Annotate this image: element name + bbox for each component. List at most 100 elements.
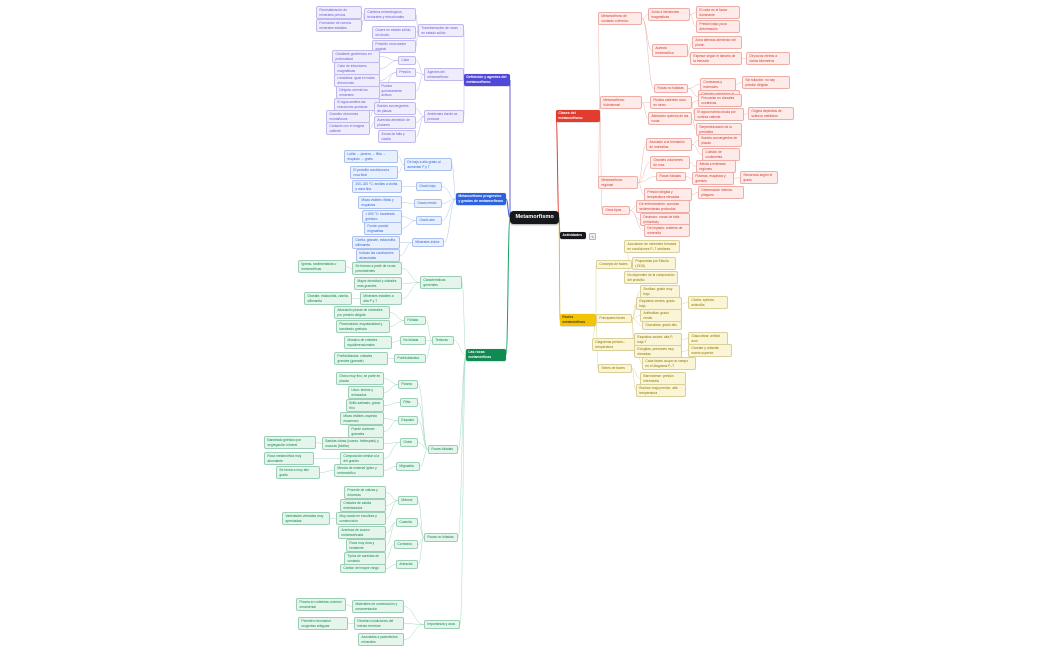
topic-node[interactable]: Cada facies ocupa un campo en el diagram… [642,357,696,371]
topic-node[interactable]: Lutita → pizarra → filita → esquisto → g… [344,150,398,164]
topic-node[interactable]: Principales facies [596,314,632,324]
topic-node[interactable]: Se forma a muy alto grado [276,466,320,480]
branch-clases-metamorfismo[interactable]: Clases del metamorfismo [556,110,600,122]
topic-node[interactable]: Metamorfismo hidrotermal [600,96,642,110]
topic-node[interactable]: Frecuente en dorsales oceánicas [698,94,742,108]
topic-node[interactable]: Grado alto [416,216,442,226]
topic-node[interactable]: Mármol [398,496,418,506]
topic-node[interactable]: De pocos metros a varios kilómetros [746,52,790,66]
topic-node[interactable]: Metamorfismo regional [598,176,638,190]
topic-node[interactable]: Deformación intensa: pliegues [698,186,744,200]
topic-node[interactable]: Alineación planar de minerales por presi… [334,306,390,320]
topic-node[interactable]: Se forman a partir de rocas preexistente… [352,262,402,276]
topic-node[interactable]: Materiales de construcción y ornamentaci… [352,600,404,614]
topic-node[interactable]: Características generales [420,276,462,290]
topic-node[interactable]: Presión [396,68,416,78]
topic-node[interactable]: Calor [398,56,416,66]
attachment-icon[interactable]: ✎ [589,233,597,241]
topic-node[interactable]: Típica de aureolas de contacto [344,552,386,566]
topic-node[interactable]: Esquisto [398,416,418,426]
topic-node[interactable]: De impacto: cráteres de meteorito [644,224,690,238]
topic-node[interactable]: Grano muy fino; se parte en placas [336,372,384,386]
topic-node[interactable]: Asociación de minerales formada en condi… [624,240,680,254]
topic-node[interactable]: Formación de nuevos minerales estables [316,19,362,33]
topic-node[interactable]: Roca metamórfica muy abundante [264,452,314,466]
topic-node[interactable]: Micas visibles; aspecto escamoso [340,412,384,426]
topic-node[interactable]: Granate, estaurolita, cianita, sillimani… [304,292,352,306]
topic-node[interactable]: Mezcla de material ígneo y metamórfico [334,464,384,478]
topic-node[interactable]: No foliada [400,336,426,346]
topic-node[interactable]: Permiten reconstruir orogenias antiguas [298,617,348,631]
topic-node[interactable]: Sin foliación: no hay presión dirigida [742,76,790,90]
topic-node[interactable]: Barroviense: presión intermedia [640,372,686,386]
topic-node[interactable]: Minerales estables a alta P y T [360,292,402,306]
topic-node[interactable]: Bordes convergentes de placas [698,134,742,148]
topic-node[interactable]: Muy usado en escultura y construcción [336,512,386,526]
topic-node[interactable]: Transformación de rocas en estado sólido [418,24,464,38]
topic-node[interactable]: Aureolas alrededor de plutones [374,116,416,130]
topic-node[interactable]: Micas visibles: filitas y esquistos [358,196,402,210]
topic-node[interactable]: Zonas de falla y cizalla [378,130,416,144]
topic-node[interactable]: Texturas [432,336,454,346]
topic-node[interactable]: Junto a intrusiones magmáticas [648,8,690,22]
topic-node[interactable]: Carbón del mayor rango [340,564,386,574]
topic-node[interactable]: Pizarra [398,380,418,390]
topic-node[interactable]: Foliada [404,316,426,326]
topic-node[interactable]: El agua acelera las reacciones químicas [334,98,380,112]
topic-node[interactable]: Propuestas por Eskola (1915) [632,257,676,271]
topic-node[interactable]: Roca muy dura y resistente [346,539,386,553]
topic-node[interactable]: Rocas foliadas [656,172,686,182]
topic-node[interactable]: Mayor densidad y cristales más grandes [354,277,402,291]
topic-node[interactable]: Mosaico de cristales equidimensionales [344,336,392,350]
topic-node[interactable]: Pizarra en cubiertas; mármol ornamental [296,598,346,612]
topic-node[interactable]: Asociadas a yacimientos minerales [358,633,404,647]
topic-node[interactable]: Porfidoblástica [394,354,426,364]
topic-node[interactable]: Grandes volúmenes de roca [650,156,690,170]
topic-node[interactable]: Presión baja; poca deformación [696,20,740,34]
topic-node[interactable]: Espesor según el tamaño de la intrusión [690,52,742,66]
topic-node[interactable]: Diagramas presión–temperatura [592,338,636,352]
topic-node[interactable]: No dependen de la composición del protol… [624,271,678,285]
topic-node[interactable]: Origina depósitos de sulfuros metálicos [748,107,794,121]
topic-node[interactable]: Arenisca de cuarzo metamorfizada [338,526,386,540]
topic-node[interactable]: Grado bajo [416,182,442,192]
topic-node[interactable]: Cristales de calcita entrelazados [340,499,386,513]
topic-node[interactable]: Rocas no foliadas [424,533,458,543]
branch-rocas-metamorficas[interactable]: Las rocas metamórficas [466,349,506,361]
topic-node[interactable]: Recristalización de minerales previos [316,6,362,20]
topic-node[interactable]: 200–320 °C: arcillas a clorita y mica fi… [352,180,402,194]
branch-definicion-agentes[interactable]: Definición y agentes del metamorfismo [464,74,510,86]
topic-node[interactable]: Bandas claras (cuarzo, feldespato) y osc… [322,437,384,451]
topic-node[interactable]: Porfidoblastos: cristales grandes (grana… [334,352,388,366]
central-topic-metamorfismo[interactable]: Metamorfismo [510,211,560,225]
topic-node[interactable]: Aureola metamórfica [652,44,688,58]
topic-node[interactable]: De bajo a alto grado al aumentar P y T [404,158,452,172]
topic-node[interactable]: Revelan condiciones del interior terrest… [354,617,404,631]
topic-node[interactable]: Minerales índice [412,238,444,248]
topic-node[interactable]: Asociado a la formación de montañas [646,138,692,152]
topic-node[interactable]: Antracita [396,560,418,570]
topic-node[interactable]: Pizarrosidad, esquistosidad y bandeado g… [336,320,390,334]
topic-node[interactable]: Litostática: igual en todas direcciones [334,74,380,88]
topic-node[interactable]: Ambientes donde se produce [424,110,464,124]
topic-node[interactable]: Ígneas, sedimentarias o metamórficas [298,260,346,274]
topic-node[interactable]: Fusión parcial: migmatitas [364,222,402,236]
topic-node[interactable]: Importancia y usos [424,620,460,630]
topic-node[interactable]: Grado medio [414,199,442,209]
topic-node[interactable]: Secuencia según el grado [740,171,778,185]
topic-node[interactable]: Rocas foliadas [428,445,458,455]
topic-node[interactable]: Clorita, epidota, actinolita [688,296,728,310]
topic-node[interactable]: De enterramiento: cuencas sedimentarias … [636,200,690,214]
topic-node[interactable]: Bandeado gnéisico por segregación minera… [264,436,316,450]
topic-node[interactable]: Metamorfismo de contacto o térmico [598,12,642,26]
branch-facies-metamorficas[interactable]: Facies metamórficas [560,314,596,326]
topic-node[interactable]: Gneis [400,438,418,448]
topic-node[interactable]: Brillo satinado; grano fino [346,399,384,413]
topic-node[interactable]: Alteración química de las rocas [648,112,692,126]
topic-node[interactable]: El calor es el factor dominante [696,6,740,20]
topic-node[interactable]: Fluidos químicamente activos [378,82,416,100]
topic-node[interactable]: Agentes del metamorfismo [424,68,464,82]
topic-node[interactable]: Otros tipos [602,206,630,216]
topic-node[interactable]: Granate y onfacita; manto superior [688,344,732,358]
topic-node[interactable]: El agua marina circula por corteza calie… [694,108,744,122]
